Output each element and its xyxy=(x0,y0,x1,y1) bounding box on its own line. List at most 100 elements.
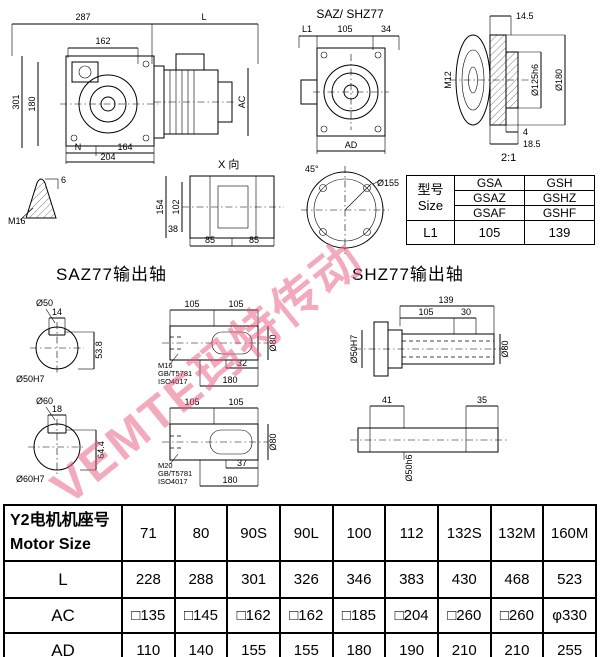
dim-L1: L1 xyxy=(302,24,312,34)
dim-AD: AD xyxy=(345,140,358,150)
dim-154: 154 xyxy=(155,199,165,214)
dim-d125h6: Ø125h6 xyxy=(530,64,540,96)
table-row: L1 105 139 xyxy=(406,220,595,245)
motor-size-cell: 132M xyxy=(489,504,545,562)
label-d50h6: Ø50h6 xyxy=(404,454,414,481)
shz-bottom-dims xyxy=(369,405,499,428)
value-cell: □162 xyxy=(278,597,334,634)
thread-label: M20 xyxy=(158,461,173,470)
motor-body xyxy=(153,53,236,139)
value-cell: 140 xyxy=(173,632,229,657)
model-size-table: 型号 Size GSA GSH GSAZ GSHZ GSAF GSHF L1 1… xyxy=(406,175,595,245)
dim-14: 14 xyxy=(52,307,62,317)
model-cell: GSHZ xyxy=(524,190,595,206)
row-label-AC: AC xyxy=(3,597,123,634)
thread-label: M16 xyxy=(158,361,173,370)
label-d60: Ø60 xyxy=(36,396,53,406)
model-cell: GSA xyxy=(454,175,525,191)
table-row-AD: AD 110 140 155 155 180 190 210 210 255 xyxy=(3,632,597,657)
shz-top-dims xyxy=(399,305,495,334)
dim-162: 162 xyxy=(95,36,110,46)
dim-105: 105 xyxy=(337,24,352,34)
table-row: 型号 Size GSA GSH xyxy=(406,175,595,221)
dim-102: 102 xyxy=(171,199,181,214)
dim-85-left: 85 xyxy=(205,235,215,245)
value-cell: 326 xyxy=(278,560,334,599)
shaft50-bottom-dims xyxy=(199,326,269,387)
dim-4: 4 xyxy=(523,127,528,137)
motor-size-cell: 90L xyxy=(278,504,334,562)
motor-size-table: Y2电机机座号 Motor Size 71 80 90S 90L 100 112… xyxy=(3,504,597,657)
table-row-L: L 228 288 301 326 346 383 430 468 523 xyxy=(3,560,597,599)
dim-105-left: 105 xyxy=(184,397,199,407)
value-cell: 523 xyxy=(542,560,597,599)
dim-64-4: 64.4 xyxy=(96,441,106,459)
dim-105: 105 xyxy=(418,307,433,317)
saz-shz-front-view: SAZ/ SHZ77 L1 105 34 xyxy=(298,7,400,154)
dim-d155: Ø155 xyxy=(377,178,399,188)
value-cell: 301 xyxy=(226,560,281,599)
size-table-header-cell: 型号 Size xyxy=(406,175,455,221)
label-M16: M16 xyxy=(8,216,26,226)
dim-34: 34 xyxy=(381,24,391,34)
dim-18: 18 xyxy=(52,404,62,414)
bottom-dimension-lines xyxy=(65,146,155,164)
label-d80: Ø80 xyxy=(500,340,510,357)
dim-L: L xyxy=(201,12,206,22)
saz-shaft60-side-view: 105 105 M20 GB/T5781 ISO4017 37 180 Ø80 xyxy=(158,397,278,487)
dim-105-right: 105 xyxy=(228,299,243,309)
shaft-end-cone-view: 6 M16 xyxy=(8,175,66,226)
shz-hollow-shaft-shape xyxy=(354,321,508,377)
top-dimension-lines xyxy=(489,15,512,35)
dim-38: 38 xyxy=(168,224,178,234)
standard-label-1: GB/T5781 xyxy=(158,469,192,478)
bolt-circle-shape xyxy=(301,166,389,254)
housing-front xyxy=(300,47,389,137)
dim-AC: AC xyxy=(237,95,247,108)
shaft50-end-shape xyxy=(30,308,95,374)
value-cell: 210 xyxy=(436,632,492,657)
motor-table-header-en: Motor Size xyxy=(10,536,91,553)
ad-dimension-line xyxy=(316,136,386,154)
x-direction-view: X 向 154 102 38 85 85 xyxy=(155,157,284,247)
motor-table-header-cn: Y2电机机座号 xyxy=(10,512,110,529)
saz-shaft50-side-view: 105 105 M16 GB/T5781 ISO4017 32 180 Ø80 xyxy=(158,299,278,387)
label-M12: M12 xyxy=(443,71,453,89)
dim-41: 41 xyxy=(382,395,392,405)
table-row-motor-sizes: Y2电机机座号 Motor Size 71 80 90S 90L 100 112… xyxy=(3,504,597,562)
shaft60-body xyxy=(162,423,268,465)
dim-30: 30 xyxy=(461,307,471,317)
dim-6: 6 xyxy=(61,175,66,185)
model-cell: GSAF xyxy=(454,205,525,221)
dim-53-8: 53.8 xyxy=(94,341,104,359)
dim-35: 35 xyxy=(477,395,487,405)
motor-size-cell: 90S xyxy=(226,504,281,562)
section-title-shz77: SHZ77输出轴 xyxy=(352,265,464,284)
gearbox-housing xyxy=(60,55,158,147)
shaft60-end-shape xyxy=(28,406,97,475)
label-d80: Ø80 xyxy=(268,433,278,450)
row-label-L: L xyxy=(3,560,123,599)
value-cell: 110 xyxy=(121,632,176,657)
shaft60-bottom-dims xyxy=(199,424,269,487)
dim-204: 204 xyxy=(100,152,115,162)
dim-45deg: 45° xyxy=(305,164,319,174)
value-cell: □260 xyxy=(489,597,545,634)
x-view-body xyxy=(182,175,284,239)
model-cell: GSAZ xyxy=(454,190,525,206)
shz-shaft-top-view: 139 105 30 Ø50H7 Ø80 xyxy=(349,295,510,377)
value-cell: 155 xyxy=(278,632,334,657)
dim-164: 164 xyxy=(117,142,132,152)
l1-label-cell: L1 xyxy=(406,220,455,245)
shaft50-top-dims xyxy=(169,309,259,326)
value-cell: φ330 xyxy=(542,597,597,634)
flange-section-shape xyxy=(449,34,529,126)
gearbox-motor-side-view: 287 L 162 301 180 xyxy=(11,12,259,164)
value-cell: 346 xyxy=(331,560,387,599)
diameter-dimension-lines xyxy=(506,34,566,126)
saz-shaft60-end-view: Ø60 18 64.4 Ø60H7 xyxy=(16,396,106,484)
value-cell: □185 xyxy=(331,597,387,634)
value-cell: 383 xyxy=(384,560,439,599)
cone-shape xyxy=(25,178,57,219)
